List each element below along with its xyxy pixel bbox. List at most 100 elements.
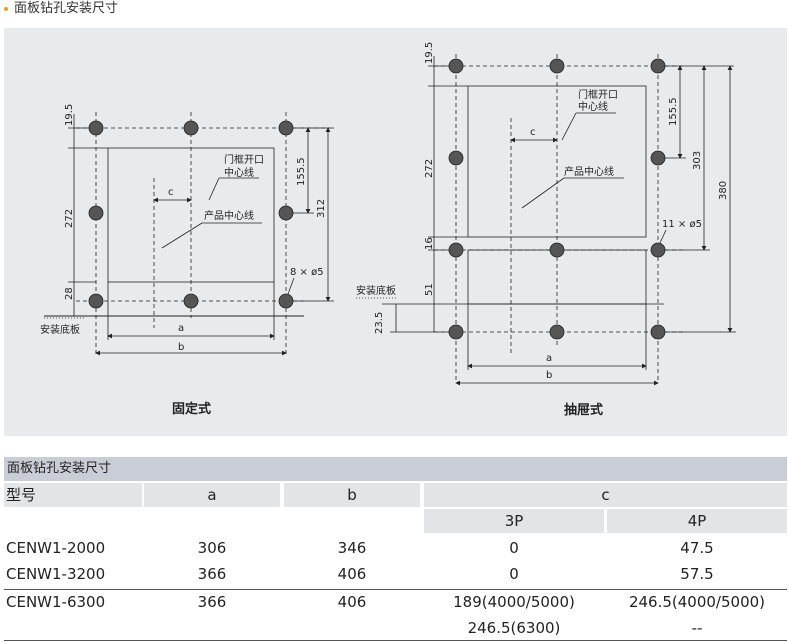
- cell-c4: 57.5: [680, 565, 714, 583]
- fixed-door-center-label-1: 门框开口: [224, 153, 264, 166]
- table-divider: [4, 589, 787, 590]
- drawer-dim-19-label: 19.5: [424, 42, 435, 64]
- fixed-dim-312-label: 312: [316, 199, 327, 218]
- mounting-hole: [278, 120, 294, 136]
- cell-c4: --: [691, 619, 703, 637]
- fixed-type-diagram: [44, 112, 334, 356]
- mounting-hole: [88, 293, 104, 309]
- fixed-dim-155-label: 155.5: [296, 157, 307, 186]
- mounting-hole: [183, 120, 199, 136]
- drawer-labels: 门框开口 中心线 产品中心线 c a b 安装底板 11 × ø5 19.5 2…: [356, 42, 729, 418]
- fixed-dim-19-label: 19.5: [64, 104, 75, 126]
- section-title: 面板钻孔安装尺寸: [14, 1, 119, 16]
- drawer-door-center-label-1: 门框开口: [578, 88, 618, 101]
- fixed-door-center-label-2: 中心线: [224, 166, 254, 179]
- mounting-hole: [88, 205, 104, 221]
- mounting-hole: [448, 242, 464, 258]
- bullet-icon: [4, 6, 8, 11]
- drawer-b-label: b: [546, 370, 552, 381]
- drawer-a-label: a: [546, 353, 552, 364]
- fixed-product-center-label: 产品中心线: [204, 209, 254, 222]
- table-row: 246.5(6300) --: [4, 617, 787, 641]
- header-a: a: [144, 483, 280, 507]
- cell-b: 406: [337, 565, 367, 583]
- cell-c3: 0: [509, 565, 519, 583]
- fixed-holes: [88, 120, 294, 309]
- cell-a: 366: [197, 565, 227, 583]
- mounting-hole: [650, 242, 666, 258]
- header-c: c: [424, 483, 787, 507]
- fixed-dim-272-label: 272: [64, 209, 75, 228]
- cell-model: CENW1-2000: [6, 539, 106, 557]
- mounting-hole: [88, 120, 104, 136]
- drawer-c-label: c: [530, 127, 536, 138]
- table-subheader-row: 3P 4P: [4, 509, 787, 533]
- cell-model: CENW1-3200: [6, 565, 106, 583]
- drawer-dim-16-label: 16: [424, 237, 435, 250]
- mounting-hole: [278, 205, 294, 221]
- header-c-4p: 4P: [607, 509, 787, 533]
- cell-a: 366: [197, 593, 227, 611]
- cell-c3: 0: [509, 539, 519, 557]
- cell-c3: 189(4000/5000): [453, 593, 575, 611]
- mounting-hole: [278, 293, 294, 309]
- fixed-labels: 门框开口 中心线 产品中心线 c a b 安装底板 8 × ø5 19.5 27…: [40, 104, 327, 417]
- drawer-dim-303-label: 303: [692, 151, 703, 170]
- header-b: b: [284, 483, 420, 507]
- drawer-holes-leader: [659, 229, 667, 244]
- drawer-product-center-label: 产品中心线: [564, 165, 614, 178]
- fixed-c-label: c: [168, 187, 174, 198]
- drawer-base-label: 安装底板: [356, 284, 396, 297]
- header-model: 型号: [4, 483, 142, 507]
- mounting-hole: [549, 58, 565, 74]
- drawer-holes-label: 11 × ø5: [662, 219, 702, 230]
- drawer-dim-155-label: 155.5: [668, 97, 679, 126]
- fixed-door-leader: [208, 177, 220, 201]
- drawer-holes: [448, 58, 666, 340]
- drawer-dim-272-label: 272: [424, 159, 435, 178]
- fixed-b-label: b: [178, 342, 184, 353]
- cell-b: 346: [337, 539, 367, 557]
- mounting-hole: [448, 58, 464, 74]
- table-title: 面板钻孔安装尺寸: [4, 457, 787, 481]
- drawer-caption: 抽屉式: [564, 402, 603, 418]
- drawer-door-leader: [561, 112, 577, 141]
- mounting-hole: [448, 150, 464, 166]
- fixed-caption: 固定式: [172, 401, 211, 417]
- drawer-door-center-label-2: 中心线: [578, 100, 608, 113]
- table-row: CENW1-6300 366 406 189(4000/5000) 246.5(…: [4, 591, 787, 617]
- mounting-diagram-panel: 门框开口 中心线 产品中心线 c a b 安装底板 8 × ø5 19.5 27…: [4, 28, 787, 436]
- cell-b: 406: [337, 593, 367, 611]
- fixed-holes-label: 8 × ø5: [290, 267, 324, 278]
- mounting-hole: [650, 58, 666, 74]
- drawer-dim-51-label: 51: [424, 283, 435, 296]
- cell-model: CENW1-6300: [6, 593, 106, 611]
- dimension-table: 面板钻孔安装尺寸 型号 a b c 3P 4P CENW1-2000 306 3…: [4, 457, 787, 641]
- mounting-hole: [549, 324, 565, 340]
- fixed-a-label: a: [178, 323, 184, 334]
- section-header: 面板钻孔安装尺寸: [4, 0, 118, 20]
- mounting-hole: [650, 150, 666, 166]
- cell-c4: 47.5: [680, 539, 714, 557]
- drawer-type-diagram: [356, 54, 736, 386]
- table-row: CENW1-2000 306 346 0 47.5: [4, 537, 787, 563]
- table-row: CENW1-3200 366 406 0 57.5: [4, 563, 787, 589]
- drawer-dim-380-label: 380: [718, 181, 729, 200]
- fixed-product-leader: [161, 222, 203, 249]
- header-c-3p: 3P: [424, 509, 604, 533]
- table-header-row: 型号 a b c: [4, 483, 787, 507]
- cell-c3: 246.5(6300): [467, 619, 561, 637]
- mounting-hole: [650, 324, 666, 340]
- cell-c4: 246.5(4000/5000): [628, 593, 766, 611]
- drawer-product-leader: [521, 177, 565, 209]
- drawer-dim-23-label: 23.5: [374, 312, 385, 334]
- fixed-holes-leader: [287, 277, 295, 295]
- mounting-hole: [549, 242, 565, 258]
- mounting-hole: [183, 293, 199, 309]
- mounting-hole: [448, 324, 464, 340]
- fixed-base-label: 安装底板: [40, 323, 80, 336]
- mounting-diagram: 门框开口 中心线 产品中心线 c a b 安装底板 8 × ø5 19.5 27…: [40, 42, 736, 418]
- table-bottom-rule: [4, 640, 787, 641]
- fixed-dim-28-label: 28: [64, 287, 75, 300]
- cell-a: 306: [197, 539, 227, 557]
